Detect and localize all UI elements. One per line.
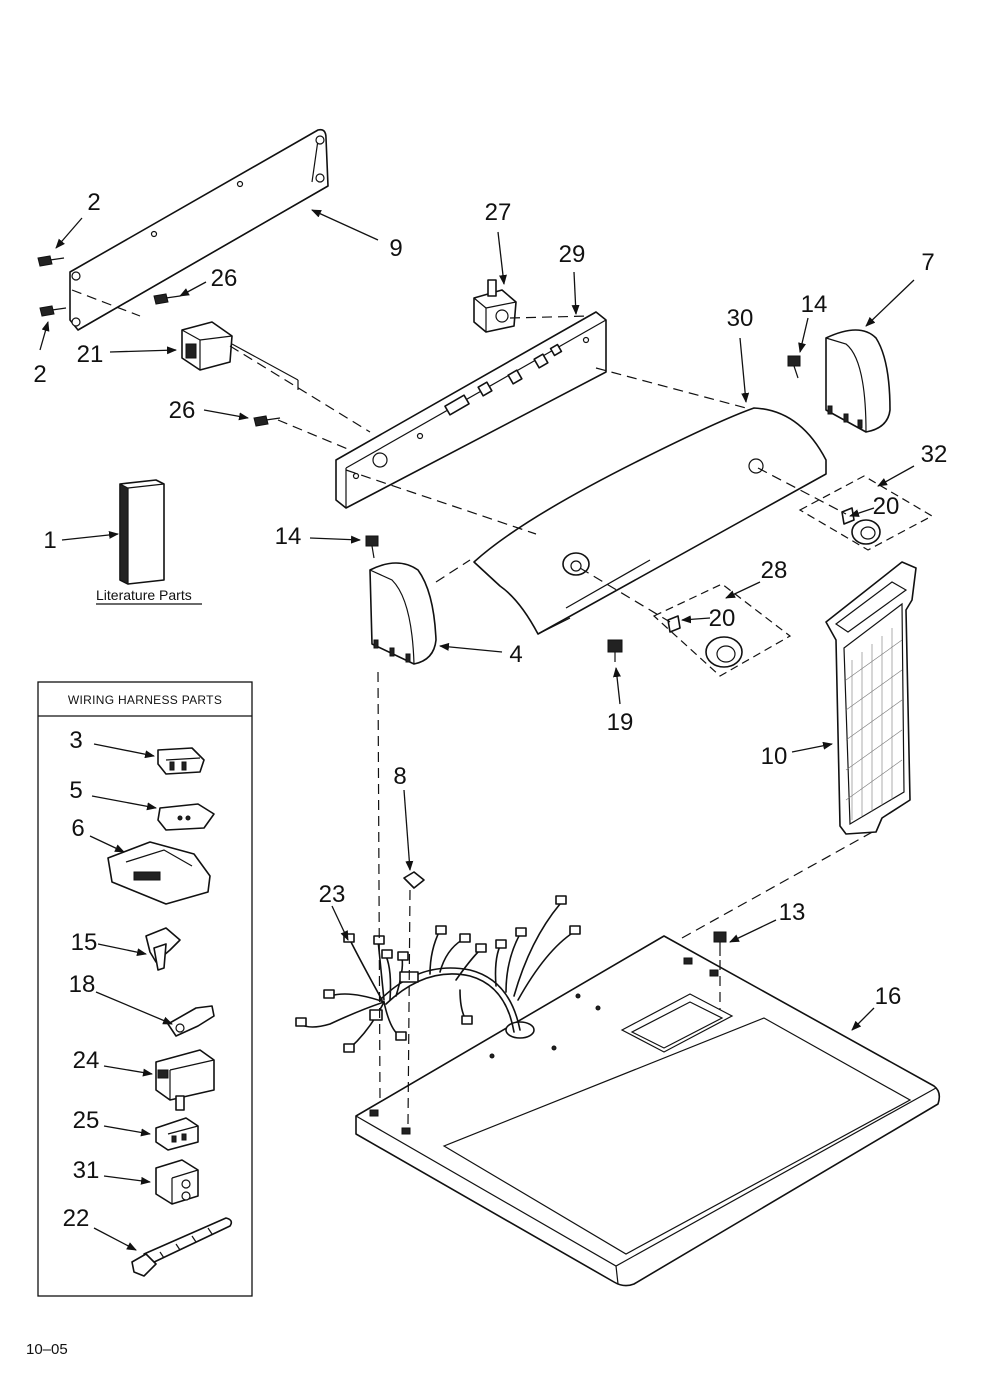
lint-screen-mesh xyxy=(845,628,903,820)
callout-3: 3 xyxy=(69,727,82,754)
callout-15: 15 xyxy=(71,929,98,956)
control-console xyxy=(473,407,827,635)
callout-14-upper: 14 xyxy=(801,291,828,318)
rear-panel-plate xyxy=(69,128,329,331)
screw-part-2-lower xyxy=(39,305,67,317)
terminal-part-18 xyxy=(167,1005,215,1037)
callout-32: 32 xyxy=(921,441,948,468)
callout-24: 24 xyxy=(73,1047,100,1074)
callout-18: 18 xyxy=(69,971,96,998)
connector-part-15 xyxy=(145,927,181,971)
cable-tie-part-22 xyxy=(131,1217,233,1277)
callout-4: 4 xyxy=(509,641,522,668)
knob-assembly-upper xyxy=(798,475,934,551)
callout-21: 21 xyxy=(77,341,104,368)
callout-2-upper: 2 xyxy=(87,189,100,216)
end-cap-right xyxy=(825,329,891,433)
screw-part-26-lower xyxy=(253,415,281,427)
connector-part-5 xyxy=(157,803,215,831)
callout-20-lower: 20 xyxy=(709,605,736,632)
callout-8: 8 xyxy=(393,763,406,790)
knob-assembly-lower xyxy=(652,583,792,677)
connector-part-31 xyxy=(155,1159,199,1205)
connector-part-24 xyxy=(155,1049,215,1111)
callout-26-upper: 26 xyxy=(211,265,238,292)
callout-20-upper: 20 xyxy=(873,493,900,520)
leader-lines xyxy=(39,209,915,1251)
callout-2-lower: 2 xyxy=(33,361,46,388)
callout-28: 28 xyxy=(761,557,788,584)
end-cap-left xyxy=(369,562,437,665)
connector-part-3 xyxy=(157,747,205,775)
callout-30: 30 xyxy=(727,305,754,332)
screw-part-19 xyxy=(607,639,623,662)
screw-part-14-lower xyxy=(365,535,379,559)
callout-29: 29 xyxy=(559,241,586,268)
connector-part-25 xyxy=(155,1117,199,1151)
timer-switch xyxy=(181,321,299,381)
legend-title: WIRING HARNESS PARTS xyxy=(68,693,222,707)
screw-part-2-upper xyxy=(37,255,65,267)
callout-22: 22 xyxy=(63,1205,90,1232)
connector-part-6 xyxy=(107,841,211,905)
callout-1: 1 xyxy=(43,527,56,554)
callout-13: 13 xyxy=(779,899,806,926)
callout-9: 9 xyxy=(389,235,402,262)
push-switch xyxy=(473,279,517,333)
wire-clip xyxy=(403,871,425,889)
lint-screen xyxy=(825,561,917,835)
callout-10: 10 xyxy=(761,743,788,770)
callout-16: 16 xyxy=(875,983,902,1010)
callout-31: 31 xyxy=(73,1157,100,1184)
wiring-harness-legend: WIRING HARNESS PARTS xyxy=(37,681,253,1297)
literature-booklet xyxy=(119,479,165,585)
control-mounting-bracket xyxy=(335,311,607,509)
screw-part-13 xyxy=(713,931,727,956)
callout-7: 7 xyxy=(921,249,934,276)
callout-19: 19 xyxy=(607,709,634,736)
screw-part-14-upper xyxy=(787,355,801,379)
callout-25: 25 xyxy=(73,1107,100,1134)
callout-6: 6 xyxy=(71,815,84,842)
top-panel xyxy=(355,935,941,1287)
screw-part-26-upper xyxy=(153,293,181,305)
callout-23: 23 xyxy=(319,881,346,908)
assembly-lines xyxy=(71,289,877,1125)
callout-26-lower: 26 xyxy=(169,397,196,424)
callout-labels: 2 2 9 26 21 26 27 29 30 7 14 32 20 1 14 … xyxy=(33,189,947,1232)
callout-14-lower: 14 xyxy=(275,523,302,550)
literature-label: Literature Parts xyxy=(96,587,192,603)
callout-5: 5 xyxy=(69,777,82,804)
callout-27: 27 xyxy=(485,199,512,226)
footer-date: 10–05 xyxy=(26,1341,68,1358)
